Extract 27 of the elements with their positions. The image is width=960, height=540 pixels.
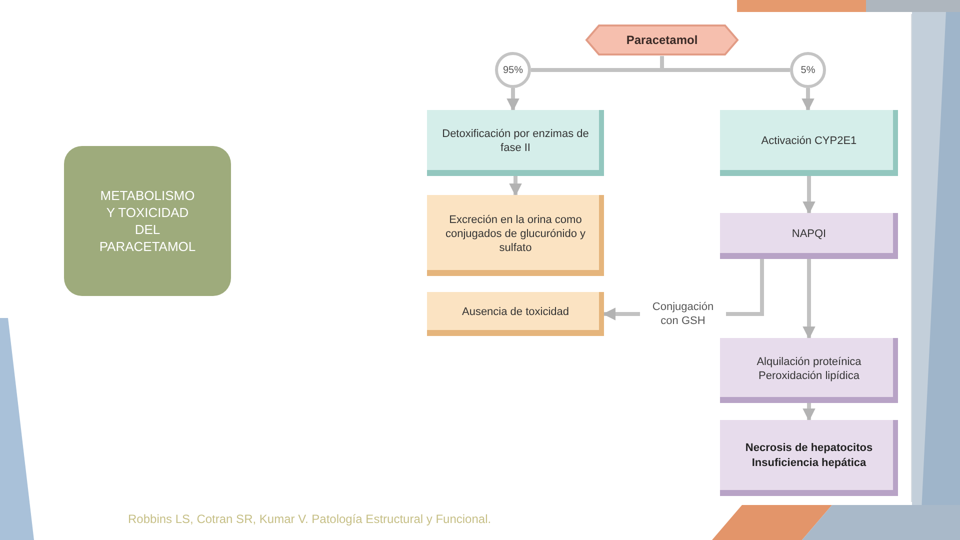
node-text: Necrosis de hepatocitos Insuficiencia hepática bbox=[744, 441, 874, 471]
node-text: Activación CYP2E1 bbox=[761, 134, 857, 148]
process-box bbox=[720, 338, 898, 403]
arrow bbox=[509, 176, 522, 196]
process-box bbox=[720, 213, 898, 259]
percent-text: 95% bbox=[502, 64, 523, 78]
node-text: Excreción en la orina como conjugados de glucurónido y sulfato bbox=[444, 212, 587, 254]
process-box bbox=[427, 195, 604, 276]
arrow bbox=[802, 88, 814, 112]
process-box bbox=[720, 110, 898, 176]
start-hexagon bbox=[585, 24, 739, 56]
arrow bbox=[802, 259, 816, 340]
title-box bbox=[64, 146, 231, 296]
node-text: Ausencia de toxicidad bbox=[462, 305, 569, 319]
arrow bbox=[802, 176, 816, 214]
node-text: Detoxificación por enzimas de fase II bbox=[441, 127, 590, 155]
arrow bbox=[802, 403, 816, 422]
node-text: Alquilación proteínica Peroxidación lipídica bbox=[756, 354, 862, 382]
arrow bbox=[506, 88, 520, 112]
process-box bbox=[427, 292, 604, 336]
title-text: METABOLISMO Y TOXICIDAD DEL PARACETAMOL bbox=[98, 187, 197, 255]
percent-text: 5% bbox=[800, 64, 816, 78]
outcome-box bbox=[720, 420, 898, 496]
citation-text: Robbins LS, Cotran SR, Kumar V. Patología Estructural y Funcional. bbox=[128, 511, 492, 528]
process-box bbox=[427, 110, 604, 176]
node-text: Paracetamol bbox=[626, 32, 698, 49]
node-text: NAPQI bbox=[792, 227, 826, 241]
